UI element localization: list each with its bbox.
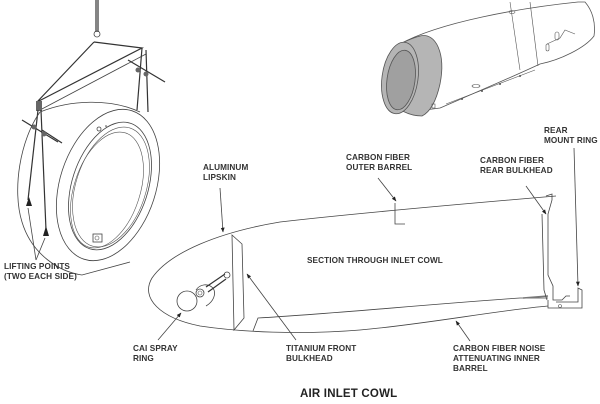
- leader-aluminum-lipskin: [219, 187, 225, 233]
- leader-outer-barrel: [377, 177, 397, 202]
- nacelle-illustration: [381, 1, 595, 117]
- diagram-title: AIR INLET COWL: [300, 388, 398, 400]
- label-aluminum-lipskin: ALUMINUM LIPSKIN: [203, 163, 249, 182]
- lifting-point-marker: [26, 197, 32, 206]
- cai-spray-ring: [176, 290, 198, 312]
- label-inner-barrel: CARBON FIBER NOISE ATTENUATING INNER BAR…: [453, 344, 546, 373]
- nacelle-body: [399, 1, 595, 113]
- section-caption: SECTION THROUGH INLET COWL: [307, 256, 443, 265]
- lifted-cowl-illustration: [17, 0, 166, 276]
- spreader-bar: [36, 41, 145, 103]
- leader-rear-bulkhead: [525, 185, 547, 215]
- cowl-inner-ring: [68, 121, 152, 251]
- leader-front-bulkhead: [246, 273, 297, 341]
- leader-lines: [157, 147, 580, 342]
- leader-rear-mount-ring: [573, 147, 580, 287]
- spreader-block: [36, 101, 42, 111]
- lifting-point-marker: [43, 226, 49, 236]
- label-rear-mount-ring: REAR MOUNT RING: [544, 126, 598, 145]
- sling: [27, 109, 39, 201]
- section-outer-profile: [148, 195, 557, 333]
- cowl-section-drawing: [148, 193, 583, 333]
- sling: [145, 49, 149, 113]
- sling: [40, 109, 47, 231]
- inner-barrel: [252, 297, 548, 332]
- rear-bulkhead: [545, 193, 570, 301]
- sling: [136, 47, 143, 111]
- spray-line: [205, 273, 227, 293]
- leader-cai-spray-ring: [157, 312, 182, 341]
- label-lifting-points: LIFTING POINTS (TWO EACH SIDE): [4, 262, 77, 281]
- label-outer-barrel: CARBON FIBER OUTER BARREL: [346, 153, 413, 172]
- rear-mount-ring: [547, 287, 583, 309]
- front-bulkhead: [231, 234, 245, 332]
- cowl-front-ring: [55, 108, 161, 262]
- cowl-outer-profile: [17, 111, 131, 276]
- hoist-hook: [93, 30, 101, 38]
- label-front-bulkhead: TITANIUM FRONT BULKHEAD: [286, 344, 357, 363]
- nacelle-inlet-opening: [386, 49, 416, 111]
- sling-handle: [127, 59, 166, 83]
- label-rear-bulkhead: CARBON FIBER REAR BULKHEAD: [480, 156, 553, 175]
- sling-handle: [21, 119, 59, 143]
- label-cai-spray-ring: CAI SPRAY RING: [133, 344, 178, 363]
- leader-inner-barrel: [455, 320, 471, 342]
